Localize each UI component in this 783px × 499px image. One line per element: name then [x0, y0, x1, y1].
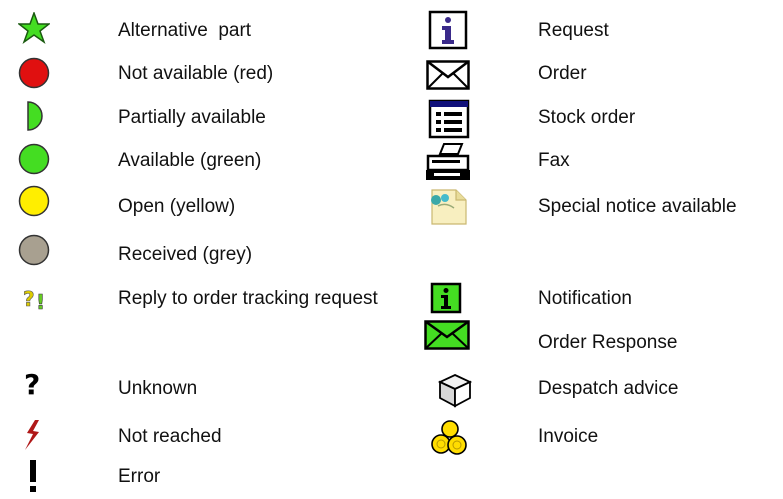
- label-order-response: Order Response: [538, 332, 678, 353]
- list-document-icon: [428, 99, 470, 139]
- label-not-available: Not available (red): [118, 63, 274, 84]
- exclamation-mark-icon: [30, 460, 36, 492]
- label-stock-order: Stock order: [538, 107, 636, 128]
- coins-icon: [431, 420, 467, 455]
- question-exclamation-icon: ? !: [23, 287, 46, 314]
- label-partially-available: Partially available: [118, 107, 266, 128]
- label-unknown: Unknown: [118, 378, 198, 399]
- green-info-icon: [430, 282, 462, 314]
- label-request: Request: [538, 20, 609, 41]
- label-reply-order-tracking: Reply to order tracking request: [118, 288, 378, 309]
- label-open: Open (yellow): [118, 196, 236, 217]
- label-order: Order: [538, 63, 587, 84]
- red-circle-icon: [18, 57, 50, 89]
- info-icon: [428, 10, 468, 50]
- svg-text:!: !: [36, 290, 45, 314]
- package-box-icon: [437, 374, 473, 408]
- yellow-circle-icon: [18, 185, 50, 217]
- label-not-reached: Not reached: [118, 426, 222, 447]
- notice-document-icon: [431, 189, 467, 225]
- label-fax: Fax: [538, 150, 570, 171]
- label-despatch-advice: Despatch advice: [538, 378, 679, 399]
- label-error: Error: [118, 466, 161, 487]
- envelope-icon: [426, 60, 470, 90]
- svg-text:?: ?: [23, 287, 35, 311]
- label-notification: Notification: [538, 288, 632, 309]
- label-invoice: Invoice: [538, 426, 599, 447]
- fax-icon: [426, 143, 470, 180]
- label-received: Received (grey): [118, 244, 253, 265]
- label-alternative-part: Alternative part: [118, 20, 252, 41]
- green-circle-icon: [18, 143, 50, 175]
- grey-circle-icon: [18, 234, 50, 266]
- question-mark-icon: ?: [24, 368, 40, 400]
- label-available: Available (green): [118, 150, 262, 171]
- svg-text:?: ?: [24, 368, 40, 400]
- half-green-circle-icon: [27, 101, 43, 131]
- green-envelope-icon: [424, 320, 470, 350]
- green-star-icon: [18, 12, 50, 44]
- lightning-bolt-icon: [25, 420, 39, 450]
- label-special-notice: Special notice available: [538, 196, 737, 217]
